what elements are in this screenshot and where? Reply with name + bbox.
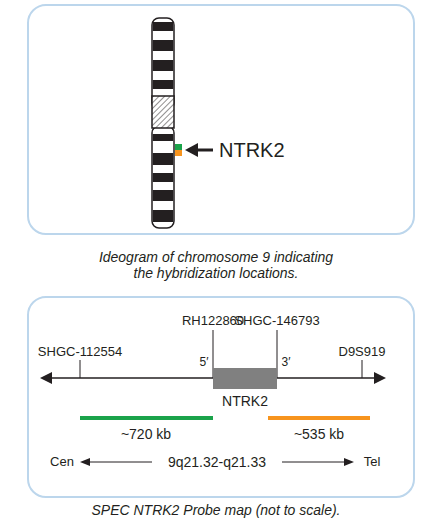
green-probe-dot [175, 144, 182, 150]
panel-frame [28, 5, 414, 234]
marker-name: SHGC-146793 [234, 314, 319, 329]
panel-frame [28, 297, 414, 497]
orange-probe-bar [268, 416, 370, 420]
gene-box: NTRK2 [213, 368, 277, 389]
orientation-label: Cen [50, 455, 74, 470]
probe-size: ~720 kb [121, 426, 171, 442]
marker-name: D9S919 [339, 345, 386, 360]
band-location: 9q21.32-q21.33 [168, 454, 266, 470]
probe-size: ~535 kb [294, 426, 344, 442]
figure-caption: Ideogram of chromosome 9 indicating the … [91, 249, 341, 281]
orange-probe-dot [175, 150, 182, 156]
strand-end: 5′ [200, 356, 209, 370]
orientation-label: Tel [364, 455, 381, 470]
gene-name: NTRK2 [222, 393, 268, 409]
pointer-arrow [185, 143, 213, 157]
gene-callout: NTRK2 [219, 139, 285, 162]
chromosome-ideogram [152, 18, 174, 228]
figure-caption: SPEC NTRK2 Probe map (not to scale). [92, 502, 341, 518]
green-probe-bar [80, 416, 213, 420]
marker-name: SHGC-112554 [38, 345, 122, 360]
strand-end: 3′ [282, 356, 291, 370]
